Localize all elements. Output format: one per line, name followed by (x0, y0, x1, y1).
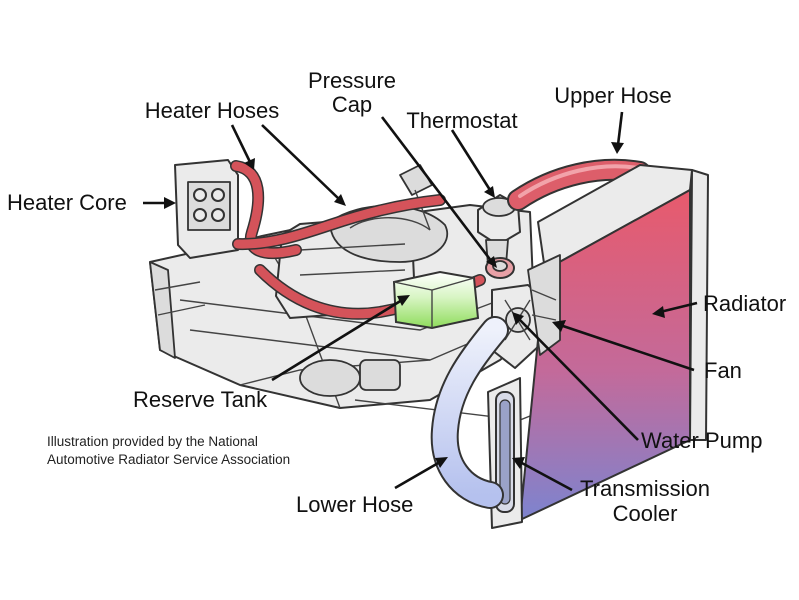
fan-label: Fan (704, 358, 742, 383)
heater-core-label: Heater Core (7, 190, 127, 215)
water-pump-label: Water Pump (641, 428, 762, 453)
radiator-label: Radiator (703, 291, 786, 316)
credit-line1: Illustration provided by the National (47, 434, 258, 449)
upper-hose-label: Upper Hose (554, 83, 671, 108)
radiator (518, 164, 709, 522)
reserve-tank-label: Reserve Tank (133, 387, 268, 412)
heater-core (174, 159, 239, 259)
pressure-cap-label-line2: Cap (332, 92, 372, 117)
labels: Pressure Cap Heater Hoses Thermostat Upp… (7, 68, 786, 526)
lower-hose (430, 316, 509, 509)
reserve-tank (392, 270, 480, 330)
lower-hose-label: Lower Hose (296, 492, 413, 517)
heater-hoses-label: Heater Hoses (145, 98, 280, 123)
illustration-credit: Illustration provided by the National Au… (47, 434, 290, 467)
water-pump (491, 284, 546, 369)
credit-line2: Automotive Radiator Service Association (47, 452, 290, 467)
transmission-cooler-label-line1: Transmission (580, 476, 710, 501)
thermostat-label: Thermostat (406, 108, 517, 133)
transmission-cooler-label-line2: Cooler (613, 501, 678, 526)
upper-hose (507, 158, 651, 211)
leader-lines (143, 111, 698, 492)
pressure-cap-label-line1: Pressure (308, 68, 396, 93)
fan (527, 254, 561, 356)
